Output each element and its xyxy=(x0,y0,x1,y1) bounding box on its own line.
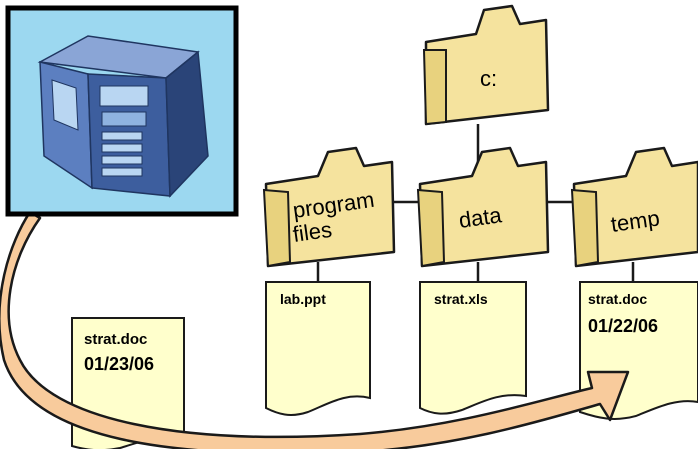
folder-program-files[interactable]: program files xyxy=(262,146,396,268)
file-date-temp-doc: 01/22/06 xyxy=(588,316,658,336)
curved-arrow-icon xyxy=(0,210,630,449)
file-name-lab: lab.ppt xyxy=(280,291,326,307)
folder-data[interactable]: data xyxy=(416,146,550,268)
file-note-lab[interactable]: lab.ppt xyxy=(265,281,371,416)
folder-label-c: c: xyxy=(480,66,497,91)
file-name-strat-xls: strat.xls xyxy=(434,291,488,307)
folder-label-data: data xyxy=(457,202,504,233)
file-note-strat-xls[interactable]: strat.xls xyxy=(419,281,527,415)
folder-temp[interactable]: temp xyxy=(570,146,698,268)
file-date-local-doc: 01/23/06 xyxy=(84,354,154,374)
folder-c-drive[interactable]: c: xyxy=(422,4,550,126)
file-name-temp-doc: strat.doc xyxy=(588,291,647,307)
computer-panel[interactable] xyxy=(5,5,239,217)
folder-label-files: files xyxy=(291,217,333,247)
file-name-local-doc: strat.doc xyxy=(84,331,147,348)
computer-tower-icon xyxy=(37,35,209,198)
